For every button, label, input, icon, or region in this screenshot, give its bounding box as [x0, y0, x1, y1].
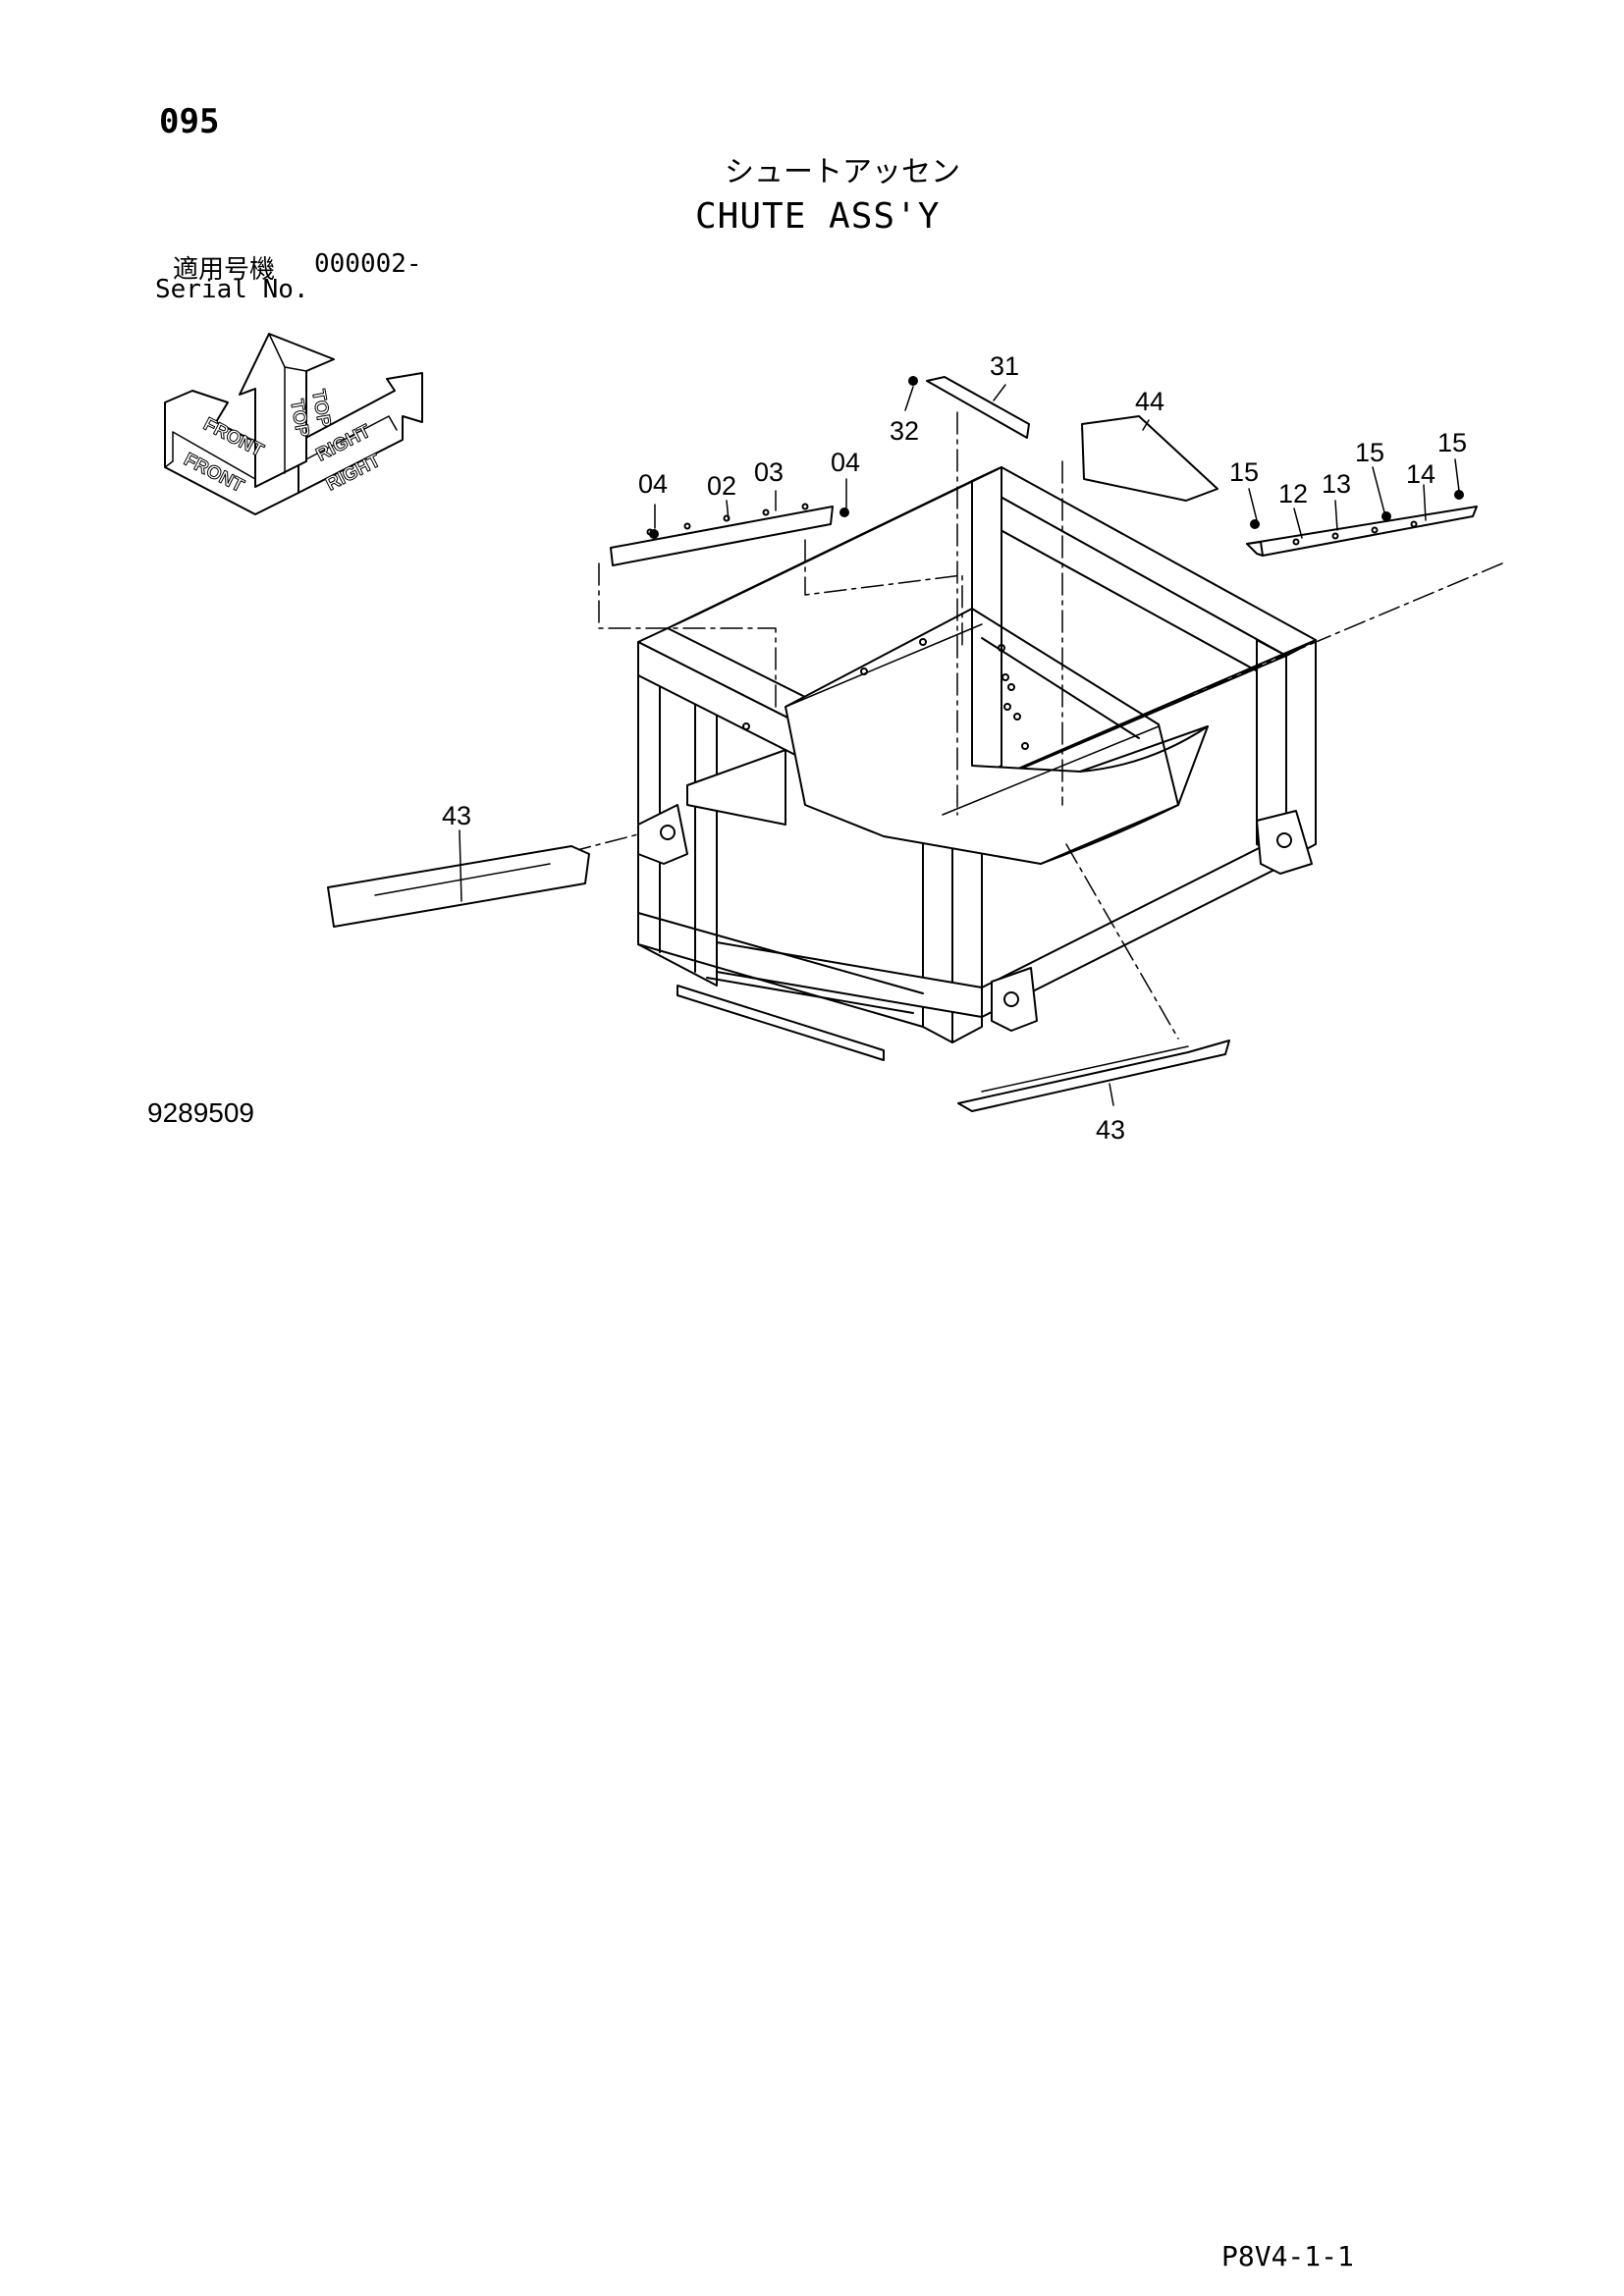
bolt-04-left [649, 529, 659, 539]
chute-frame [637, 466, 1317, 1061]
bolt-32 [908, 376, 918, 386]
exploded-lines [568, 411, 1503, 1040]
page-number: 095 [159, 102, 220, 141]
serial-label-english: Serial No. [155, 275, 309, 304]
callout-04-left: 04 [638, 469, 668, 499]
callout-02: 02 [707, 471, 736, 501]
part-43-bottom-strip [957, 1040, 1230, 1112]
serial-range: 000002- [314, 249, 422, 279]
callout-44: 44 [1135, 387, 1164, 416]
title-english: CHUTE ASS'Y [695, 196, 941, 237]
page-reference: P8V4-1-1 [1221, 2240, 1354, 2272]
bolt-04-right [839, 507, 849, 517]
right-arrow [298, 372, 423, 494]
part-12-13-14-strip [1246, 490, 1478, 557]
bolt-15-left [1250, 519, 1260, 529]
callout-14: 14 [1406, 459, 1435, 489]
part-02-03-strip [610, 503, 849, 566]
top-arrow [239, 333, 335, 488]
callout-15-mid: 15 [1355, 438, 1384, 467]
callout-43-bottom: 43 [1096, 1115, 1125, 1145]
drawing-number: 9289509 [147, 1097, 255, 1128]
callout-43-left: 43 [442, 801, 471, 830]
part-44-plate [1081, 415, 1218, 502]
serial-label-japanese: 適用号機 [173, 255, 276, 285]
callout-31: 31 [990, 351, 1019, 381]
bolt-15-right [1454, 490, 1464, 500]
part-43-left-strip [327, 845, 590, 928]
bolt-15-mid [1381, 511, 1391, 521]
callout-15-right: 15 [1437, 428, 1467, 457]
orientation-symbol: FRONT FRONT TOP TOP RIGHT RIGHT [164, 333, 423, 515]
callout-15-left: 15 [1229, 457, 1259, 487]
callout-32: 32 [890, 416, 919, 446]
callout-03: 03 [754, 457, 784, 487]
leader-lines [459, 384, 1460, 1106]
part-31-strip [908, 376, 1030, 439]
title-japanese: シュートアッセン [725, 155, 960, 189]
callout-12: 12 [1278, 479, 1308, 508]
callout-04-right: 04 [831, 448, 860, 477]
callout-13: 13 [1322, 469, 1351, 499]
label-top-right: TOP [307, 388, 334, 429]
